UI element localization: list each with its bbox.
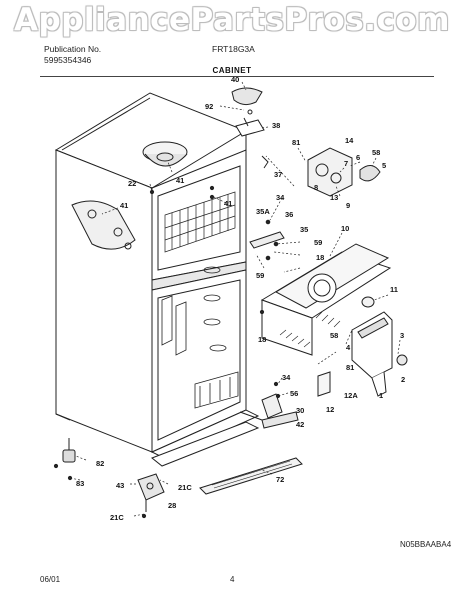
footer-date: 06/01: [40, 575, 61, 584]
callout-56: 56: [290, 389, 298, 398]
callout-14: 14: [345, 136, 354, 145]
callout-12: 12: [326, 405, 334, 414]
callout-42: 42: [296, 420, 304, 429]
callout-36: 36: [285, 210, 293, 219]
callout-43: 43: [116, 481, 124, 490]
cabinet-body: [54, 92, 260, 459]
callout-83: 83: [76, 479, 84, 488]
callout-35: 35: [300, 225, 308, 234]
callout-22: 22: [128, 179, 136, 188]
callout-37: 37: [274, 170, 282, 179]
callout-28: 28: [168, 501, 176, 510]
top-hinge-cover: [231, 87, 265, 137]
damper-control-housing: [307, 147, 381, 197]
bottom-hinge: [137, 473, 165, 512]
callout-38: 38: [272, 121, 280, 130]
section-title: CABINET: [212, 66, 252, 75]
callout-30: 30: [296, 406, 304, 415]
freezer-shelf-grid: [164, 191, 236, 253]
callout-40: 40: [231, 75, 239, 84]
callout-10: 10: [341, 224, 349, 233]
callout-labels: 40 92 38 81 14 6 58 5 7 8 13 9 41 37 22 …: [76, 75, 405, 522]
publication-number: 5995354346: [44, 55, 92, 65]
callout-21C: 21C: [110, 513, 124, 522]
model-number: FRT18G3A: [212, 44, 255, 54]
callout-41: 41: [120, 201, 128, 210]
callout-9: 9: [346, 201, 350, 210]
leader-lines: [69, 81, 401, 517]
side-lamp-assembly: [71, 200, 136, 250]
callout-41: 41: [176, 176, 184, 185]
shelf-supports: [161, 266, 239, 409]
callout-59: 59: [256, 271, 264, 280]
callout-72: 72: [276, 475, 284, 484]
footer-page: 4: [230, 575, 235, 584]
callout-3: 3: [400, 331, 404, 340]
callout-92: 92: [205, 102, 213, 111]
callout-34: 34: [276, 193, 285, 202]
callout-1: 1: [379, 391, 383, 400]
callout-7: 7: [344, 159, 348, 168]
callout-18: 18: [258, 335, 266, 344]
callout-13: 13: [330, 193, 338, 202]
callout-59: 59: [314, 238, 322, 247]
leveling-leg: [62, 438, 76, 463]
evaporator-cover-panel: [260, 243, 392, 356]
toe-grille: [151, 421, 303, 495]
roller-bracket: [239, 393, 299, 429]
callout-11: 11: [390, 285, 398, 294]
callout-5: 5: [382, 161, 386, 170]
callout-6: 6: [356, 153, 360, 162]
callout-35A: 35A: [256, 207, 270, 216]
callout-4: 4: [346, 343, 351, 352]
callout-58: 58: [330, 331, 338, 340]
callout-41: 41: [224, 199, 232, 208]
callout-82: 82: [96, 459, 104, 468]
callout-18: 18: [316, 253, 324, 262]
drawing-code: N05BBAABA4: [400, 540, 452, 549]
control-housing: [351, 296, 408, 397]
publication-label: Publication No.: [44, 44, 102, 54]
callout-2: 2: [401, 375, 405, 384]
callout-81: 81: [292, 138, 300, 147]
callout-8: 8: [314, 183, 318, 192]
light-fixture-41: [142, 141, 188, 167]
watermark: AppliancePartsPros.com: [14, 2, 450, 38]
callout-58: 58: [372, 148, 380, 157]
callout-81: 81: [346, 363, 354, 372]
callout-21C: 21C: [178, 483, 192, 492]
callout-34: 34: [282, 373, 291, 382]
callout-12A: 12A: [344, 391, 358, 400]
header-rule: [40, 76, 434, 77]
